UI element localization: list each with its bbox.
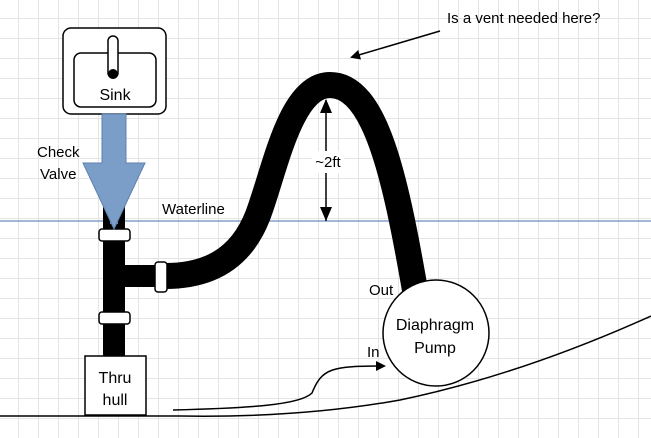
hull-line (0, 315, 651, 417)
out-label: Out (369, 282, 394, 299)
thru-hull-label-line1: Thru (99, 370, 132, 387)
in-label: In (367, 344, 380, 361)
discharge-hose (164, 71, 428, 293)
sink-label: Sink (99, 87, 131, 104)
check-valve-arrow-icon (82, 113, 146, 231)
height-arrow-bottom-icon (320, 207, 332, 221)
check-valve-label-line2: Valve (40, 166, 76, 183)
thru-hull-box (84, 355, 147, 416)
upper-fitting (98, 228, 131, 242)
lower-fitting (98, 311, 131, 325)
diaphragm-pump (382, 279, 490, 387)
waterline-label: Waterline (162, 201, 225, 218)
height-label: ~2ft (315, 154, 341, 171)
thru-hull-label-line2: hull (103, 392, 128, 409)
vent-question-label: Is a vent needed here? (447, 10, 600, 27)
hose-fitting (154, 261, 168, 293)
faucet-knob-icon (108, 69, 118, 79)
pump-label-line2: Pump (414, 340, 456, 357)
inlet-line (172, 361, 386, 411)
vent-question-arrow (350, 30, 441, 60)
tee-branch (124, 265, 156, 287)
pump-label-line1: Diaphragm (396, 317, 474, 334)
height-label-bg (312, 151, 344, 173)
check-valve-label-line1: Check (37, 144, 80, 161)
height-arrow-top-icon (320, 99, 332, 113)
